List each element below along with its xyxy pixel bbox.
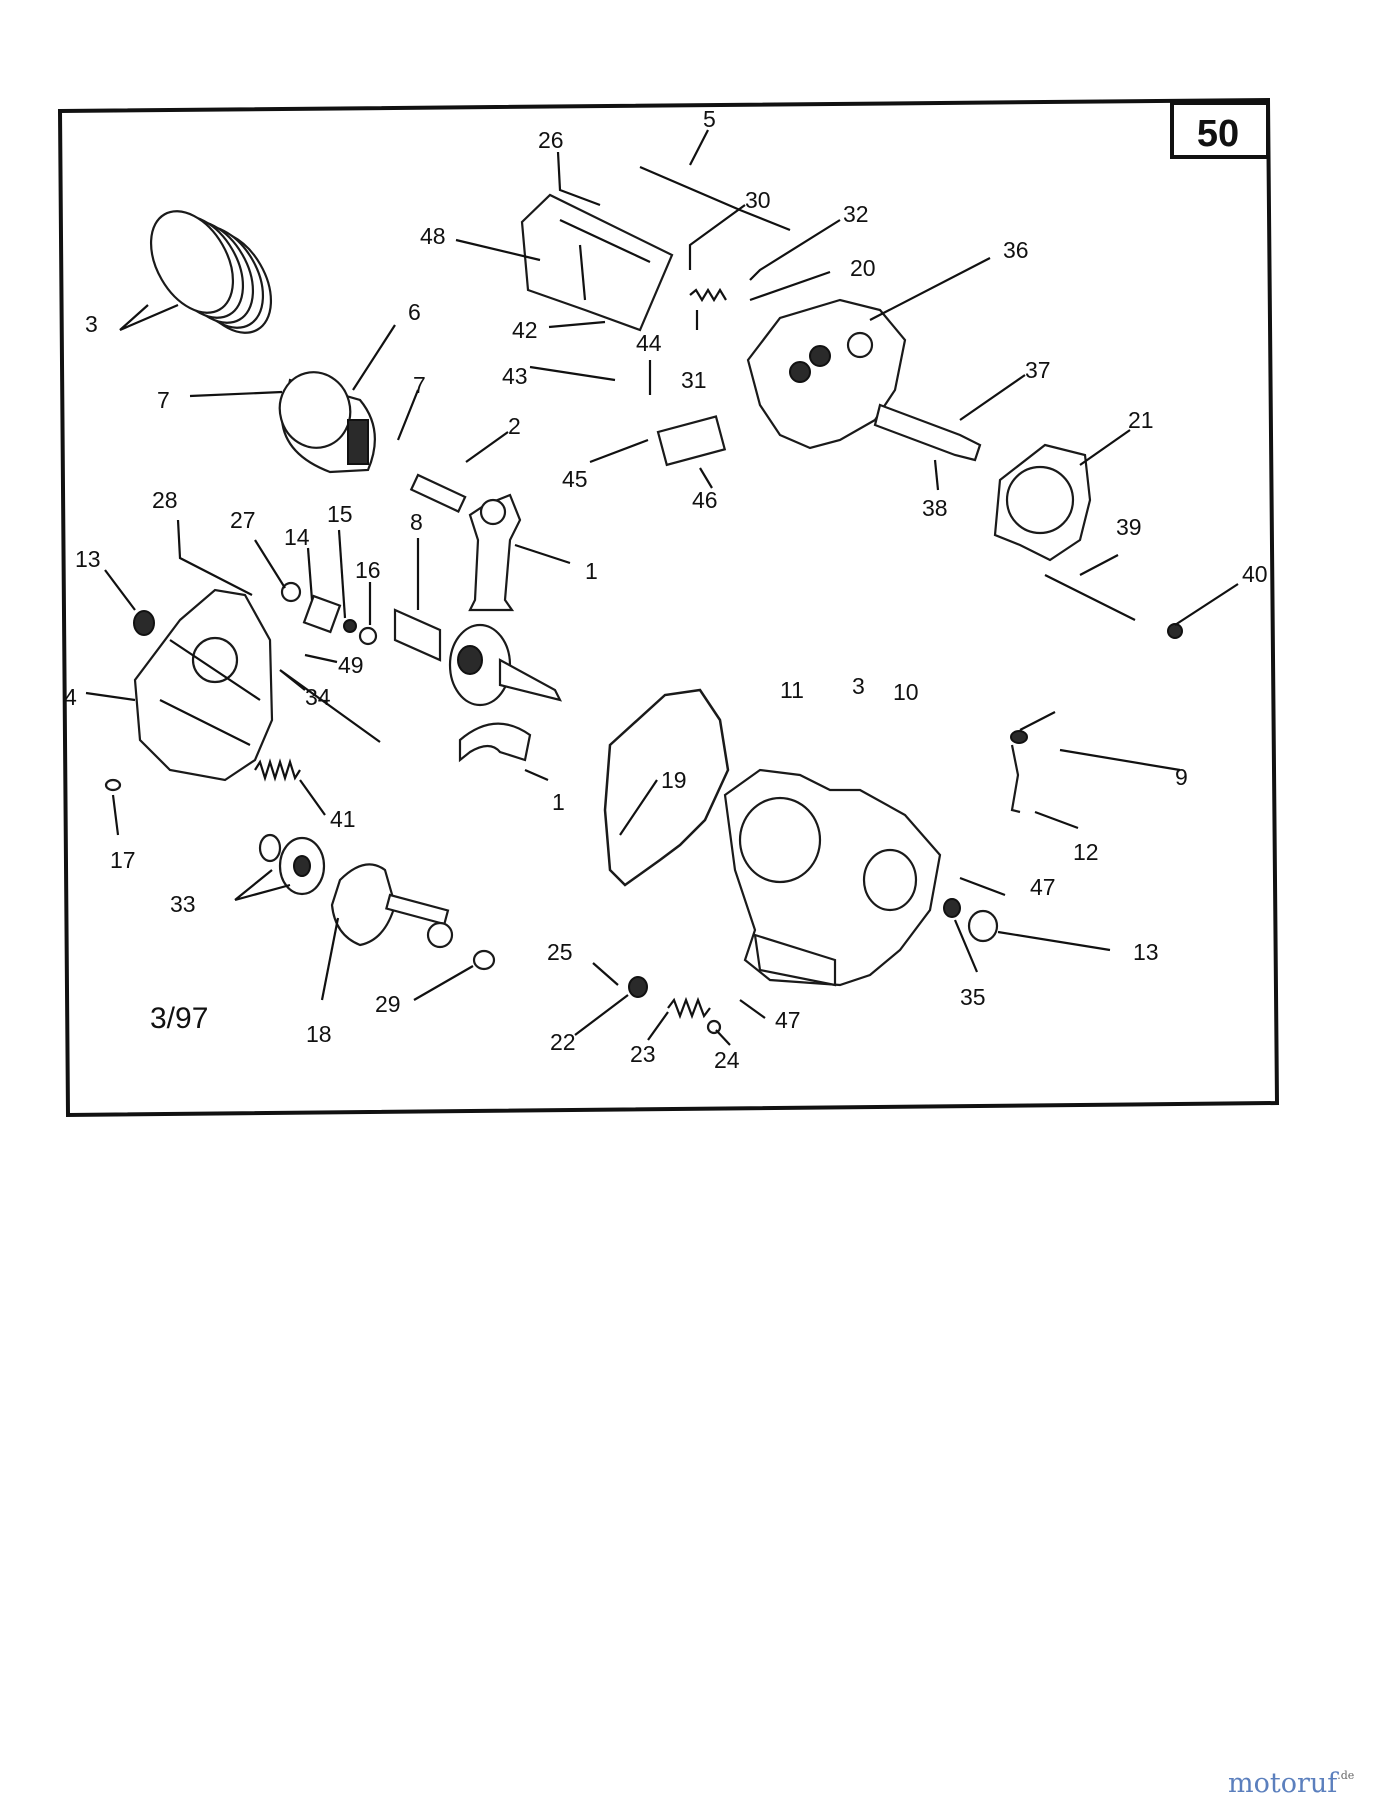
- head-gasket: [993, 443, 1092, 562]
- callout-label: 48: [420, 223, 446, 249]
- nut: [358, 626, 378, 646]
- plate: [656, 415, 727, 467]
- governor-arm: [1010, 744, 1021, 814]
- connecting-rod: [468, 493, 522, 612]
- piston: [278, 371, 376, 474]
- callout-label: 5: [703, 106, 716, 132]
- callout-label: 47: [1030, 874, 1056, 900]
- spring-41: [254, 758, 301, 782]
- callout-label: 47: [775, 1007, 801, 1033]
- callout-label: 45: [562, 466, 588, 492]
- camshaft: [330, 863, 454, 949]
- leader-lines: [85, 129, 1239, 1046]
- callout-label: 30: [745, 187, 771, 213]
- cylinder-head: [746, 298, 907, 450]
- page-number-box: 50: [1170, 101, 1270, 159]
- callout-label: 39: [1116, 514, 1142, 540]
- callout-label: 20: [850, 255, 876, 281]
- callout-label: 28: [152, 487, 178, 513]
- bearing-right: [943, 898, 961, 918]
- camshaft-washer: [472, 949, 496, 971]
- callout-label: 21: [1128, 407, 1154, 433]
- callout-label: 14: [284, 524, 310, 550]
- plug-22: [628, 976, 648, 998]
- callout-label: 38: [922, 495, 948, 521]
- callout-label: 41: [330, 806, 356, 832]
- callout-label: 44: [636, 330, 662, 356]
- callout-label: 36: [1003, 237, 1029, 263]
- oil-seal-left: [133, 610, 155, 636]
- callout-label: 24: [714, 1047, 740, 1073]
- oil-seal-right: [967, 909, 999, 943]
- date-stamp: 3/97: [150, 1002, 208, 1035]
- callout-label: 26: [538, 127, 564, 153]
- piston-rings: [149, 210, 273, 334]
- callout-label: 12: [1073, 839, 1099, 865]
- page-number: 50: [1197, 113, 1239, 155]
- callout-label: 19: [661, 767, 687, 793]
- callout-label: 35: [960, 984, 986, 1010]
- piston-pin: [409, 473, 467, 513]
- callout-label: 11: [780, 677, 804, 703]
- callout-label: 31: [681, 367, 707, 393]
- bolt-head: [1167, 623, 1183, 639]
- head-bolt: [1044, 574, 1136, 621]
- callout-label: 1: [585, 558, 598, 584]
- callout-label: 49: [338, 652, 364, 678]
- callout-label: 37: [1025, 357, 1051, 383]
- callout-label: 8: [410, 509, 423, 535]
- callout-label: 15: [327, 501, 353, 527]
- callout-label: 29: [375, 991, 401, 1017]
- callout-label: 4: [64, 684, 77, 710]
- callout-label: 13: [1133, 939, 1159, 965]
- callout-label: 3: [85, 311, 98, 337]
- callout-label: 7: [157, 387, 170, 413]
- crankcase-gasket: [603, 688, 730, 887]
- seal-ring: [280, 581, 302, 603]
- callout-label: 46: [692, 487, 718, 513]
- callout-label: 9: [1175, 764, 1188, 790]
- callout-label: 10: [893, 679, 919, 705]
- callout-label: 23: [630, 1041, 656, 1067]
- callout-label: 7: [413, 372, 426, 398]
- watermark-suffix: .de: [1337, 1769, 1355, 1782]
- crankshaft: [393, 608, 563, 707]
- crankcase-cover: [133, 588, 274, 782]
- part-17: [104, 778, 122, 792]
- watermark-logo: motoruf.de: [1228, 1770, 1354, 1797]
- callout-label: 33: [170, 891, 196, 917]
- callout-label: 1: [552, 789, 565, 815]
- callout-label: 40: [1242, 561, 1268, 587]
- callout-label: 27: [230, 507, 256, 533]
- callout-label: 25: [547, 939, 573, 965]
- callout-labels: 5 26 30 32 36 48 20 3 6 42 44 37 43 31 7…: [64, 106, 1268, 1073]
- rod-cap: [458, 722, 532, 763]
- callout-label: 6: [408, 299, 421, 325]
- callout-label: 22: [550, 1029, 576, 1055]
- valve-cover: [520, 193, 674, 332]
- diagram-frame: [57, 97, 1280, 1118]
- washer: [343, 619, 357, 633]
- callout-label: 13: [75, 546, 101, 572]
- long-bolt: [639, 165, 791, 232]
- valve-spring: [689, 287, 727, 303]
- watermark-part1: motoruf: [1228, 1768, 1338, 1799]
- rocker-arm: [873, 403, 982, 462]
- spring-23: [667, 996, 711, 1020]
- callout-label: 17: [110, 847, 136, 873]
- callout-label: 32: [843, 201, 869, 227]
- governor-washer: [1010, 730, 1028, 744]
- callout-label: 16: [355, 557, 381, 583]
- callout-label: 34: [305, 684, 331, 710]
- crankcase-block: [723, 768, 942, 987]
- pulley: [258, 833, 326, 896]
- callout-label: 18: [306, 1021, 332, 1047]
- callout-label: 3: [852, 673, 865, 699]
- callout-label: 42: [512, 317, 538, 343]
- callout-label: 43: [502, 363, 528, 389]
- bearing: [302, 594, 342, 634]
- callout-label: 2: [508, 413, 521, 439]
